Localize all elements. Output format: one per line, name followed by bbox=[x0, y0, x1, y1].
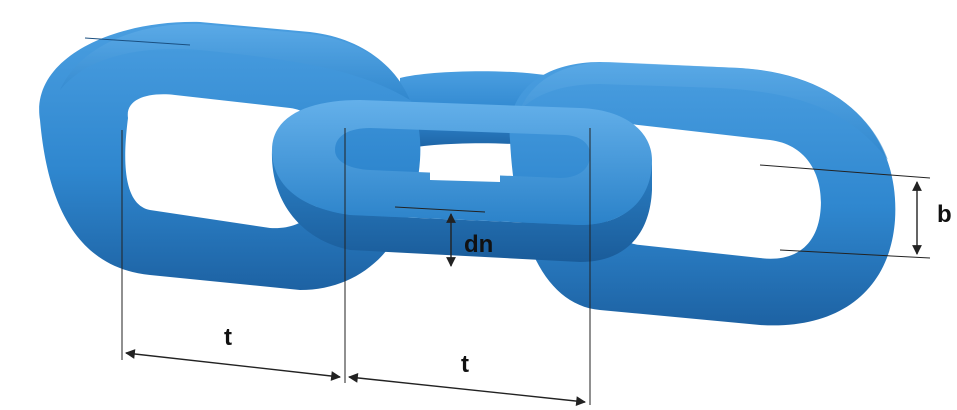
inner-width-label: b bbox=[937, 201, 952, 228]
pitch-label-right: t bbox=[461, 351, 469, 378]
wire-diameter-dimension: dn bbox=[394, 206, 493, 267]
inner-width-dimension: b bbox=[759, 164, 952, 259]
right-chain-link bbox=[509, 62, 896, 326]
pitch-label-left: t bbox=[224, 324, 232, 351]
wire-diameter-label: dn bbox=[464, 231, 493, 258]
middle-chain-link bbox=[271, 100, 652, 262]
pitch-dimension-right: t bbox=[348, 351, 586, 406]
pitch-extension-lines bbox=[121, 128, 591, 405]
pitch-dimension-left: t bbox=[125, 324, 341, 381]
